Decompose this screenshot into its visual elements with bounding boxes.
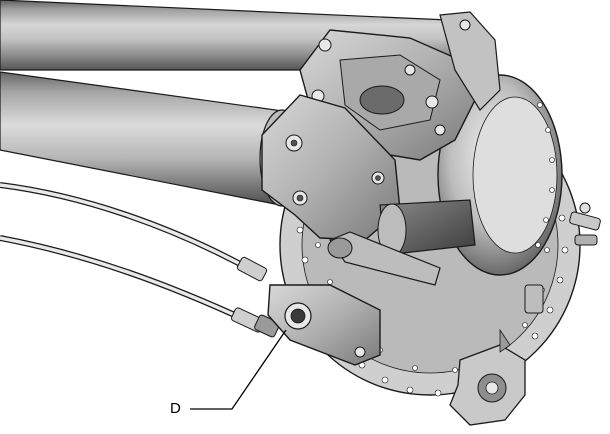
brake-cables (0, 182, 257, 325)
callout-leader (190, 329, 287, 410)
axle-spindle (377, 199, 476, 257)
lower-arm (267, 284, 381, 366)
lower-tube (0, 71, 305, 207)
callout-label-d: D (170, 400, 181, 417)
side-bolts (524, 202, 601, 314)
actuating-lever (327, 231, 441, 286)
lower-linkage (449, 328, 526, 426)
